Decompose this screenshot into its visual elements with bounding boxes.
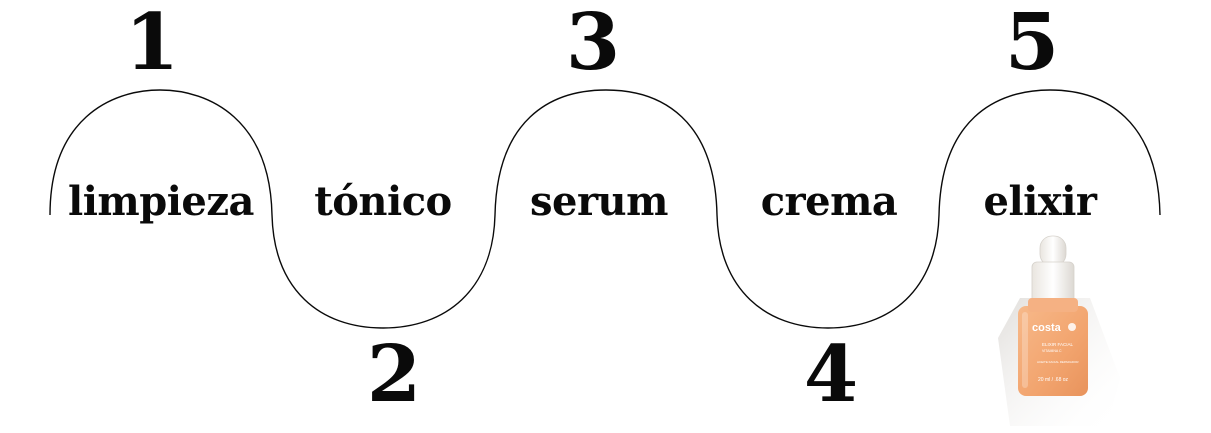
step-number-2: 2 <box>366 329 421 420</box>
step-number-3: 3 <box>565 0 620 88</box>
step-label-elixir: elixir <box>983 178 1097 225</box>
step-label-tonico: tónico <box>314 178 452 225</box>
bottle-product-name: ELIXIR FACIAL <box>1042 342 1074 347</box>
step-label-crema: crema <box>760 178 898 225</box>
bottle-subtitle: VITAMINA C <box>1042 349 1062 353</box>
bottle-tagline: ACEITE FACIAL REPARADOR <box>1037 360 1079 364</box>
bottle-volume: 20 ml / .68 oz <box>1038 377 1069 383</box>
step-number-1: 1 <box>124 0 179 88</box>
bottle-brand: costa <box>1032 322 1062 334</box>
step-label-limpieza: limpieza <box>68 178 254 225</box>
step-label-serum: serum <box>530 178 668 225</box>
step-number-4: 4 <box>803 329 858 420</box>
step-number-5: 5 <box>1004 0 1059 88</box>
elixir-bottle-image: costa ELIXIR FACIAL VITAMINA C ACEITE FA… <box>998 235 1120 426</box>
